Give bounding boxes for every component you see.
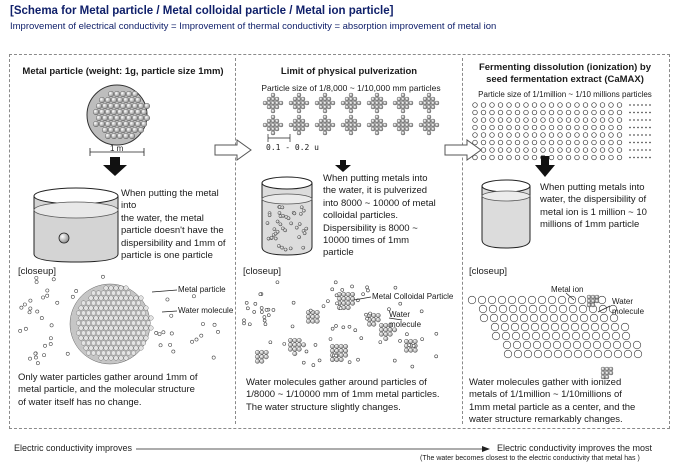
diagram-title: [Schema for Metal particle / Metal collo… — [10, 5, 394, 17]
particle-size-ion: Particle size of 1/1million ~ 1/10 milli… — [478, 90, 652, 99]
transition-arrow-1 — [214, 139, 252, 161]
diagram-frame — [9, 54, 670, 429]
footer-conductivity-improves-most: Electric conductivity improves the most — [497, 443, 653, 453]
down-arrow-2 — [335, 160, 351, 172]
label-water-molecule-1: Water molecule — [178, 306, 234, 315]
beaker-3 — [481, 179, 531, 249]
footer-note: (The water becomes closest to the electr… — [420, 455, 640, 462]
down-arrow-3 — [535, 156, 555, 177]
beaker-2 — [261, 176, 313, 256]
closeup-colloidal-particle — [242, 280, 439, 369]
transition-arrow-2 — [444, 139, 482, 161]
label-metal-particle: Metal particle — [178, 285, 226, 294]
metal-particle-1mm-illustration — [86, 84, 150, 146]
metal-ion-particle-grid — [472, 102, 651, 161]
label-metal-ion: Metal ion — [551, 285, 584, 294]
down-arrow-1 — [103, 157, 127, 176]
conductivity-progress-arrow — [136, 446, 490, 452]
closeup-label-3: [closeup] — [469, 266, 508, 277]
bottom-text-metal-particle: Only water particles gather around 1mm o… — [18, 372, 198, 408]
colloidal-particle-rows — [262, 92, 440, 136]
column-heading-metal-particle: Metal particle (weight: 1g, particle siz… — [22, 66, 224, 77]
bottom-text-colloidal: Water molecules gather around particles … — [246, 377, 440, 413]
closeup-metal-ion — [467, 294, 643, 380]
closeup-metal-particle — [18, 274, 220, 366]
particle-size-colloidal: Particle size of 1/8,000 ~ 1/10,000 mm p… — [261, 83, 441, 93]
column-heading-physical-pulverization: Limit of physical pulverization — [280, 66, 418, 77]
beaker-1 — [33, 187, 119, 263]
column-divider-2 — [462, 58, 463, 424]
scale-label-1mm: 1 m — [110, 144, 124, 153]
label-colloidal-particle: Metal Colloidal Particle — [372, 292, 454, 301]
column-divider-1 — [235, 58, 236, 424]
footer-conductivity-improves: Electric conductivity improves — [14, 443, 133, 453]
closeup-label-1: [closeup] — [18, 266, 57, 277]
closeup-label-2: [closeup] — [243, 266, 282, 277]
scale-label-colloidal: 0.1 - 0.2 u — [266, 143, 319, 152]
diagram-subtitle: Improvement of electrical conductivity =… — [10, 21, 497, 32]
